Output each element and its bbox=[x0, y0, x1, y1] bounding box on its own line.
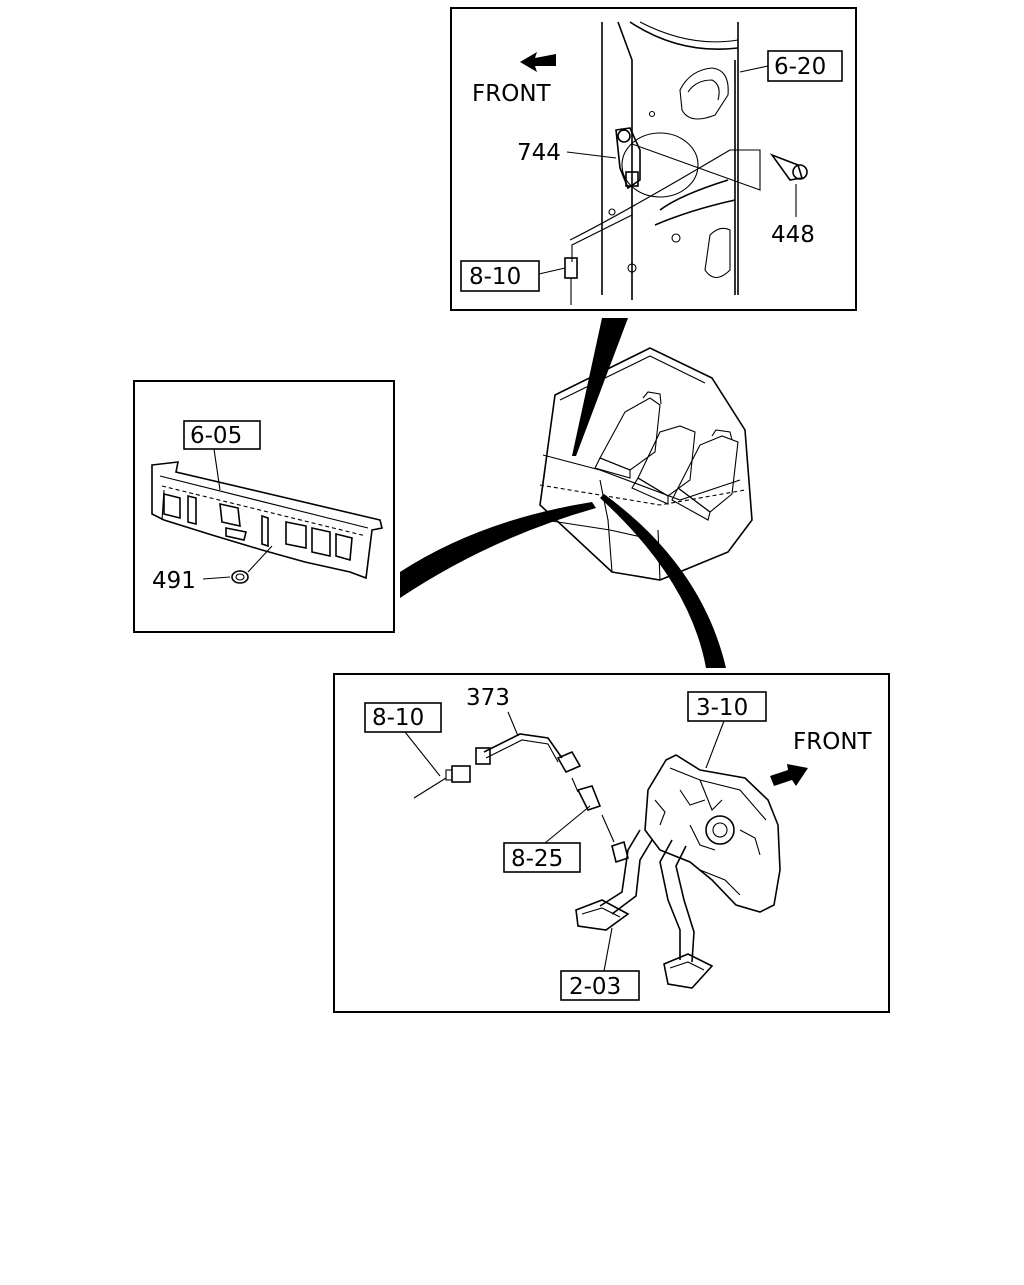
front-direction-label-bottom: FRONT bbox=[793, 729, 873, 755]
detail-left: 6-05 491 bbox=[133, 380, 395, 633]
callout-491: 491 bbox=[152, 568, 196, 594]
callout-6-05: 6-05 bbox=[190, 423, 242, 449]
callout-6-20: 6-20 bbox=[774, 54, 826, 80]
callout-744: 744 bbox=[517, 140, 561, 166]
detail-bottom: FRONT 8-10 373 3-10 8-25 2-03 bbox=[333, 673, 890, 1013]
callout-8-10-bottom: 8-10 bbox=[372, 705, 424, 731]
callout-8-25: 8-25 bbox=[511, 846, 563, 872]
front-direction-label-top: FRONT bbox=[472, 81, 552, 107]
callout-8-10-top: 8-10 bbox=[469, 264, 521, 290]
detail-top: FRONT 744 6-20 448 8-10 bbox=[450, 7, 857, 311]
callout-2-03: 2-03 bbox=[569, 974, 621, 1000]
cab-overview bbox=[539, 347, 753, 581]
leader-wedge-left bbox=[400, 502, 596, 598]
callout-448: 448 bbox=[771, 222, 815, 248]
callout-373: 373 bbox=[466, 685, 510, 711]
callout-3-10: 3-10 bbox=[696, 695, 748, 721]
leader-wedge-top bbox=[572, 318, 628, 456]
leader-wedge-bottom bbox=[600, 494, 726, 668]
